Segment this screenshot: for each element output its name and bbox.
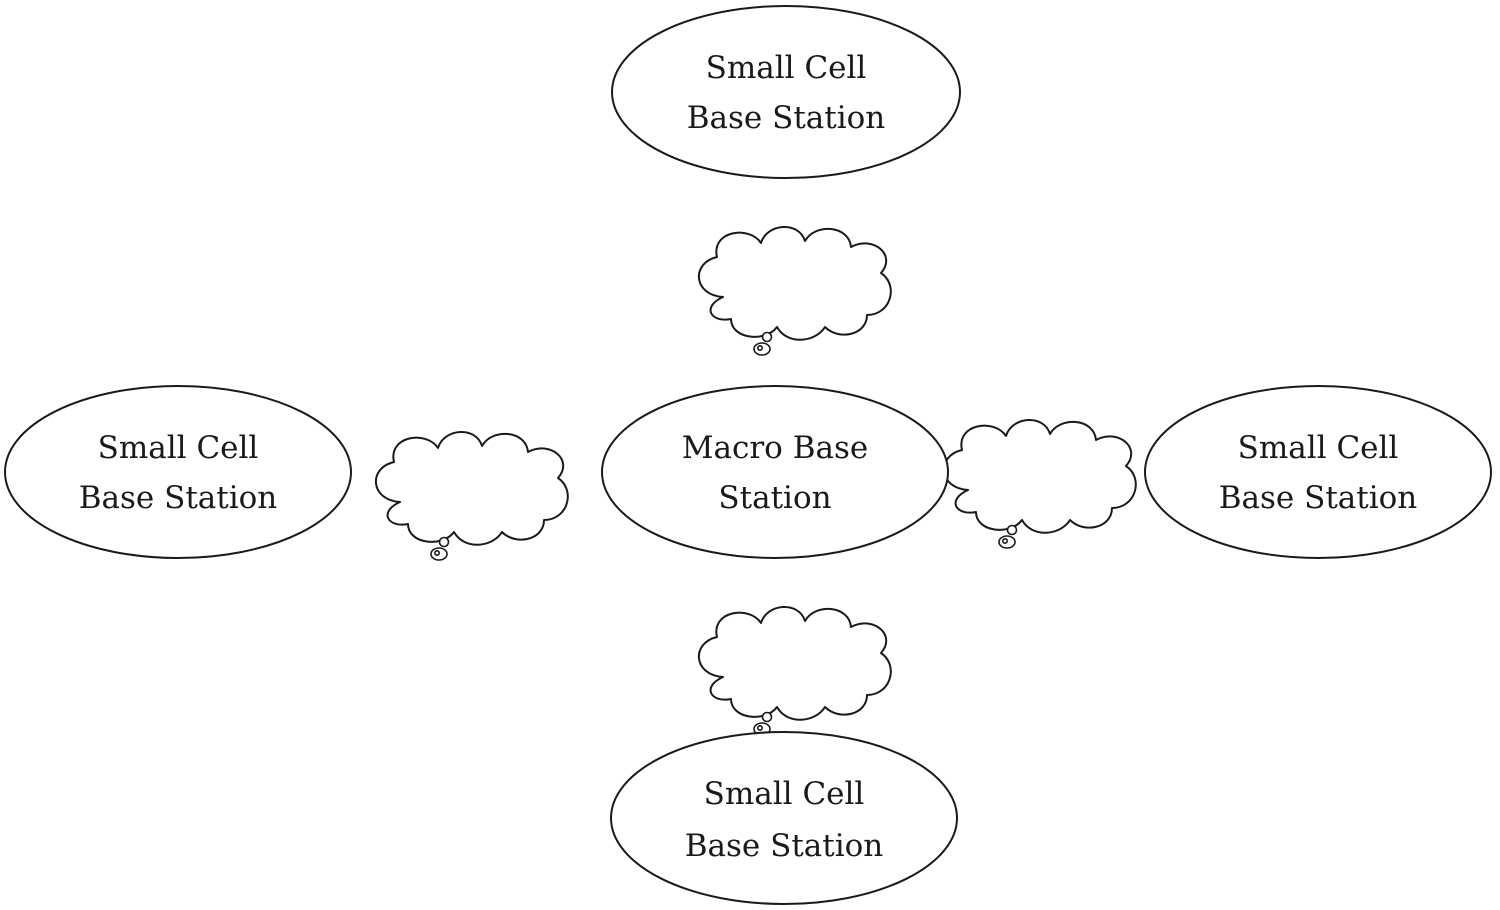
node-label-line1: Small Cell: [706, 50, 867, 86]
link-cloud-left: [374, 430, 569, 561]
node-small-cell-bottom: Small Cell Base Station: [610, 731, 958, 905]
node-label-line1: Small Cell: [98, 430, 259, 466]
node-label-line1: Small Cell: [1238, 430, 1399, 466]
node-small-cell-top: Small Cell Base Station: [611, 5, 961, 179]
node-label-line2: Base Station: [79, 480, 278, 516]
node-label-line2: Base Station: [687, 100, 886, 136]
node-small-cell-left: Small Cell Base Station: [4, 385, 352, 559]
link-cloud-top: [697, 225, 892, 356]
node-label-line2: Station: [718, 480, 831, 516]
link-cloud-bottom: [697, 605, 892, 736]
node-label-line1: Macro Base: [682, 430, 868, 466]
link-cloud-right: [942, 418, 1137, 549]
node-small-cell-right: Small Cell Base Station: [1144, 385, 1492, 559]
node-label-line2: Base Station: [685, 828, 884, 864]
node-macro-base-station: Macro Base Station: [601, 385, 949, 559]
node-label-line2: Base Station: [1219, 480, 1418, 516]
node-label-line1: Small Cell: [704, 776, 865, 812]
